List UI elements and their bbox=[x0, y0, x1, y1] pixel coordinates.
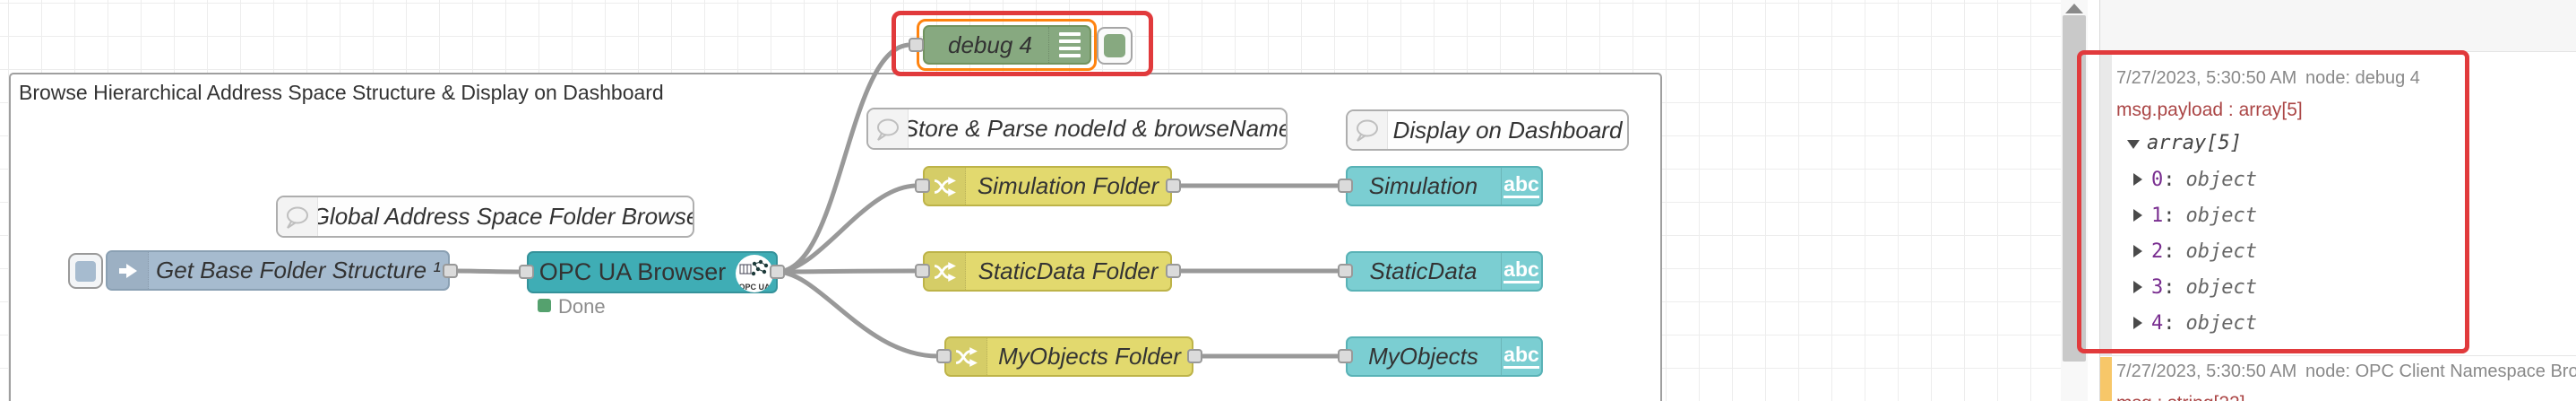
node-label: Display on Dashboard bbox=[1392, 116, 1623, 144]
debug-msg-source-node: node: OPC Client Namespace Brow bbox=[2305, 362, 2576, 381]
chevron-right-icon[interactable] bbox=[2133, 281, 2142, 293]
scrollbar-up-arrow-icon[interactable] bbox=[2065, 4, 2083, 13]
inject-arrow-icon bbox=[108, 252, 149, 289]
port-uitext3-in[interactable] bbox=[1338, 349, 1353, 363]
node-status-text: Done bbox=[558, 295, 606, 318]
wire[interactable] bbox=[774, 268, 919, 275]
flow-canvas[interactable]: Browse Hierarchical Address Space Struct… bbox=[0, 0, 2061, 401]
wire[interactable] bbox=[774, 42, 913, 275]
port-debug-in[interactable] bbox=[909, 38, 924, 52]
debug-sidebar: 7/27/2023, 5:30:50 AM node: debug 4 msg.… bbox=[2099, 0, 2576, 401]
debug-tree-item-row[interactable]: 3:object bbox=[2133, 276, 2257, 299]
debug-node[interactable]: debug 4 bbox=[923, 25, 1091, 65]
canvas-vertical-scrollbar[interactable] bbox=[2061, 0, 2088, 401]
chevron-down-icon[interactable] bbox=[2127, 140, 2140, 149]
debug-enable-toggle[interactable] bbox=[1097, 27, 1133, 65]
opcua-logo-text: OPC UA bbox=[738, 283, 771, 292]
node-status-dot bbox=[538, 299, 551, 312]
debug-message[interactable]: 7/27/2023, 5:30:50 AM node: debug 4 msg.… bbox=[2100, 53, 2576, 356]
wire[interactable] bbox=[774, 269, 941, 359]
switch-icon bbox=[946, 338, 987, 375]
node-label: MyObjects bbox=[1368, 343, 1478, 370]
port-switch2-in[interactable] bbox=[915, 264, 930, 278]
node-label: Get Base Folder Structure ¹ bbox=[156, 257, 441, 283]
debug-sidebar-header bbox=[2100, 0, 2576, 52]
debug-message[interactable]: 7/27/2023, 5:30:50 AM node: OPC Client N… bbox=[2100, 357, 2576, 401]
debug-msg-timestamp: 7/27/2023, 5:30:50 AM bbox=[2116, 68, 2297, 88]
node-label: StaticData bbox=[1369, 257, 1478, 284]
node-label: Global Address Space Folder Browse bbox=[318, 203, 693, 230]
debug-tree-item-row[interactable]: 2:object bbox=[2133, 240, 2257, 263]
debug-msg-source-node: node: debug 4 bbox=[2305, 68, 2420, 88]
switch-node-staticdata-folder[interactable]: StaticData Folder bbox=[923, 251, 1172, 292]
comment-node-display-dashboard[interactable]: Display on Dashboard bbox=[1346, 109, 1629, 151]
switch-node-simulation-folder[interactable]: Simulation Folder bbox=[923, 166, 1172, 206]
comment-bubble-icon bbox=[1348, 111, 1388, 149]
inject-node[interactable]: Get Base Folder Structure ¹ bbox=[106, 250, 450, 291]
chevron-right-icon[interactable] bbox=[2133, 173, 2142, 186]
annotation-rect-debug-node bbox=[892, 11, 1153, 76]
port-switch2-out[interactable] bbox=[1166, 264, 1181, 278]
opcua-browser-node[interactable]: OPC UA Browser OPC UA bbox=[527, 251, 778, 293]
ui-text-node-myobjects[interactable]: MyObjects abc bbox=[1346, 336, 1543, 377]
port-uitext1-in[interactable] bbox=[1338, 179, 1353, 193]
switch-icon bbox=[925, 168, 966, 205]
port-inject-out[interactable] bbox=[443, 264, 458, 278]
ui-text-node-staticdata[interactable]: StaticData abc bbox=[1346, 251, 1543, 292]
abc-icon: abc bbox=[1501, 253, 1541, 290]
node-label: OPC UA Browser bbox=[538, 258, 727, 285]
debug-tree-root-row[interactable]: array[5] bbox=[2127, 132, 2242, 154]
abc-icon: abc bbox=[1501, 338, 1541, 375]
switch-node-myobjects-folder[interactable]: MyObjects Folder bbox=[944, 336, 1193, 377]
chevron-right-icon[interactable] bbox=[2133, 245, 2142, 257]
node-label: StaticData Folder bbox=[978, 257, 1159, 284]
switch-icon bbox=[925, 253, 966, 290]
abc-icon: abc bbox=[1501, 168, 1541, 205]
port-switch1-in[interactable] bbox=[915, 179, 930, 193]
port-uitext2-in[interactable] bbox=[1338, 264, 1353, 278]
node-label: Simulation Folder bbox=[977, 172, 1159, 199]
comment-node-global-address[interactable]: Global Address Space Folder Browse bbox=[276, 196, 694, 238]
opcua-logo-icon: OPC UA bbox=[736, 255, 773, 292]
chevron-right-icon[interactable] bbox=[2133, 209, 2142, 222]
comment-node-store-parse[interactable]: Store & Parse nodeId & browseName bbox=[866, 108, 1288, 150]
port-switch3-out[interactable] bbox=[1187, 349, 1202, 363]
debug-tree-item-row[interactable]: 0:object bbox=[2133, 169, 2257, 191]
debug-toggle-fill bbox=[1104, 34, 1125, 57]
annotation-rect-debug-message bbox=[2077, 50, 2469, 353]
port-switch3-in[interactable] bbox=[936, 349, 952, 363]
node-label: Store & Parse nodeId & browseName bbox=[909, 115, 1286, 142]
port-browser-out[interactable] bbox=[770, 265, 785, 279]
chevron-right-icon[interactable] bbox=[2133, 317, 2142, 329]
wire[interactable] bbox=[774, 183, 919, 275]
wires-layer bbox=[447, 42, 1342, 359]
inject-trigger-button[interactable] bbox=[68, 253, 103, 289]
debug-msg-timestamp: 7/27/2023, 5:30:50 AM bbox=[2116, 362, 2297, 381]
inject-button-fill bbox=[75, 260, 96, 282]
group-title: Browse Hierarchical Address Space Struct… bbox=[19, 81, 664, 104]
node-label: MyObjects Folder bbox=[998, 343, 1181, 370]
node-label: debug 4 bbox=[948, 31, 1032, 58]
debug-msg-property: msg : string[22] bbox=[2116, 393, 2245, 401]
scrollbar-thumb[interactable] bbox=[2063, 15, 2086, 362]
debug-tree-item-row[interactable]: 4:object bbox=[2133, 312, 2257, 335]
debug-list-icon bbox=[1048, 27, 1090, 63]
comment-bubble-icon bbox=[868, 109, 909, 148]
port-switch1-out[interactable] bbox=[1166, 179, 1181, 193]
node-label: Simulation bbox=[1368, 172, 1478, 199]
ui-text-node-simulation[interactable]: Simulation abc bbox=[1346, 166, 1543, 206]
debug-tree-item-row[interactable]: 1:object bbox=[2133, 205, 2257, 227]
debug-msg-property: msg.payload : array[5] bbox=[2116, 100, 2303, 120]
wire[interactable] bbox=[447, 268, 522, 275]
port-browser-in[interactable] bbox=[519, 265, 534, 279]
comment-bubble-icon bbox=[278, 197, 318, 236]
